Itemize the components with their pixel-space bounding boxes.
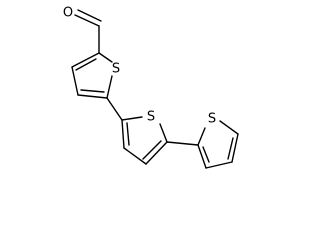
- ring2-bond-c3-c2: [121, 119, 125, 149]
- ring3-double-bond-c5-c4: [227, 137, 234, 160]
- aldehyde-group: [74, 9, 102, 54]
- ring3-bond-c4-c3: [205, 161, 233, 169]
- ring1-bond-c3-c4: [71, 66, 79, 96]
- ring2-double-bond-c5-c4: [142, 140, 162, 160]
- carbonyl-bond: [74, 14, 100, 27]
- ring2-bond-c4-c3: [123, 147, 147, 165]
- ring1-bond-c4-c5: [77, 94, 108, 99]
- thiophene-ring-2: [121, 116, 168, 165]
- inter-ring-bond-1: [106, 97, 123, 121]
- sulfur-atom-label-ring-1: S: [112, 62, 120, 77]
- carbonyl-double-bond: [77, 9, 102, 22]
- ring3-bond-c5-c4: [231, 133, 239, 163]
- oxygen-atom-label: O: [63, 6, 73, 21]
- sulfur-atom-label-ring-2: S: [147, 110, 155, 125]
- thiophene-ring-1: [71, 52, 113, 99]
- ring1-bond-s-c2: [98, 52, 113, 63]
- ring2-bond-c5-c4: [145, 141, 168, 165]
- ring3-bond-c2-s: [197, 127, 206, 146]
- ring1-double-bond-c2-c3: [75, 58, 97, 71]
- ring2-double-bond-c3-c2: [126, 122, 130, 146]
- sulfur-atom-label-ring-3: S: [208, 112, 216, 127]
- inter-ring-bond-2: [166, 141, 199, 146]
- ring3-bond-c3-c2: [197, 144, 207, 169]
- ring3-double-bond-c3-c2: [202, 146, 210, 163]
- ring3-bond-s-c5: [219, 120, 239, 135]
- ring1-double-bond-c4-c5: [80, 89, 105, 93]
- ring2-bond-s-c5: [159, 123, 168, 143]
- atom-labels: O S S S: [63, 6, 216, 127]
- ring2-bond-c2-s: [121, 116, 143, 121]
- thiophene-ring-3: [197, 120, 239, 169]
- ring1-bond-c2-c3: [71, 52, 100, 68]
- ring1-bond-c5-s: [106, 75, 113, 99]
- chemical-structure: O S S S: [63, 6, 239, 169]
